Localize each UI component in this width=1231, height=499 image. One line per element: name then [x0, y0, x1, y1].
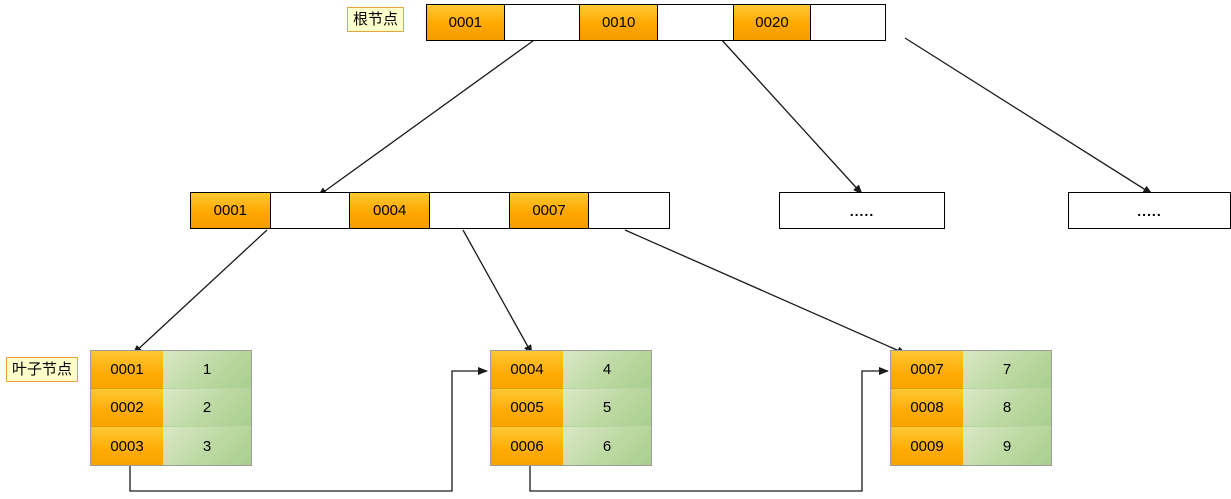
internal-1-key-cell-3[interactable]: 0007 [509, 193, 590, 228]
root-key-cell-2[interactable]: 0010 [580, 5, 658, 40]
root-key-cell-3[interactable]: 0020 [733, 5, 812, 40]
leaf-2-row-3[interactable]: 0006 6 [491, 427, 651, 465]
leaf-1-key-2: 0002 [91, 389, 163, 427]
leaf-3-value-2: 8 [963, 389, 1051, 427]
internal-1-pointer-cell-3[interactable] [589, 193, 670, 228]
leaf-3-key-2: 0008 [891, 389, 963, 427]
internal-1-key-cell-1[interactable]: 0001 [191, 193, 271, 228]
root-key-cell-1[interactable]: 0001 [427, 5, 505, 40]
internal-1-pointer-cell-2[interactable] [430, 193, 510, 228]
root-pointer-cell-3[interactable] [811, 5, 885, 40]
root-node-caption: 根节点 [347, 7, 405, 32]
internal-1-key-cell-2[interactable]: 0004 [350, 193, 431, 228]
leaf-2-row-1[interactable]: 0004 4 [491, 351, 651, 389]
leaf-1-value-2: 2 [163, 389, 251, 427]
edge-root-to-internal-3 [904, 37, 1153, 195]
leaf-1-key-1: 0001 [91, 351, 163, 389]
leaf-3-key-3: 0009 [891, 427, 963, 465]
leaf-2-value-3: 6 [563, 427, 651, 465]
leaf-2-value-2: 5 [563, 389, 651, 427]
root-pointer-cell-2[interactable] [657, 5, 734, 40]
edge-root-to-internal-2 [719, 37, 863, 195]
leaf-3-value-1: 7 [963, 351, 1051, 389]
internal-node-2[interactable]: ..... [779, 192, 945, 229]
leaf-1-value-3: 3 [163, 427, 251, 465]
leaf-node-3[interactable]: 0007 7 0008 8 0009 9 [890, 350, 1052, 466]
leaf-1-row-1[interactable]: 0001 1 [91, 351, 251, 389]
leaf-1-row-3[interactable]: 0003 3 [91, 427, 251, 465]
leaf-node-1[interactable]: 0001 1 0002 2 0003 3 [90, 350, 252, 466]
leaf-3-row-2[interactable]: 0008 8 [891, 389, 1051, 427]
leaf-node-caption: 叶子节点 [6, 357, 79, 382]
leaf-2-key-2: 0005 [491, 389, 563, 427]
leaf-3-row-1[interactable]: 0007 7 [891, 351, 1051, 389]
root-pointer-cell-1[interactable] [504, 5, 581, 40]
leaf-3-row-3[interactable]: 0009 9 [891, 427, 1051, 465]
edge-internal-to-leaf-2 [462, 229, 533, 355]
leaf-2-row-2[interactable]: 0005 5 [491, 389, 651, 427]
leaf-1-row-2[interactable]: 0002 2 [91, 389, 251, 427]
leaf-2-key-1: 0004 [491, 351, 563, 389]
leaf-2-value-1: 4 [563, 351, 651, 389]
internal-node-1[interactable]: 0001 0004 0007 [190, 192, 670, 229]
internal-1-pointer-cell-1[interactable] [270, 193, 351, 228]
edge-internal-to-leaf-3 [624, 229, 907, 355]
leaf-1-value-1: 1 [163, 351, 251, 389]
edge-root-to-internal-1 [317, 37, 538, 197]
internal-node-3[interactable]: ..... [1068, 192, 1231, 229]
edge-internal-to-leaf-1 [132, 229, 268, 355]
leaf-1-key-3: 0003 [91, 427, 163, 465]
root-node[interactable]: 0001 0010 0020 [426, 4, 886, 41]
leaf-3-key-1: 0007 [891, 351, 963, 389]
leaf-3-value-3: 9 [963, 427, 1051, 465]
leaf-2-key-3: 0006 [491, 427, 563, 465]
leaf-node-2[interactable]: 0004 4 0005 5 0006 6 [490, 350, 652, 466]
